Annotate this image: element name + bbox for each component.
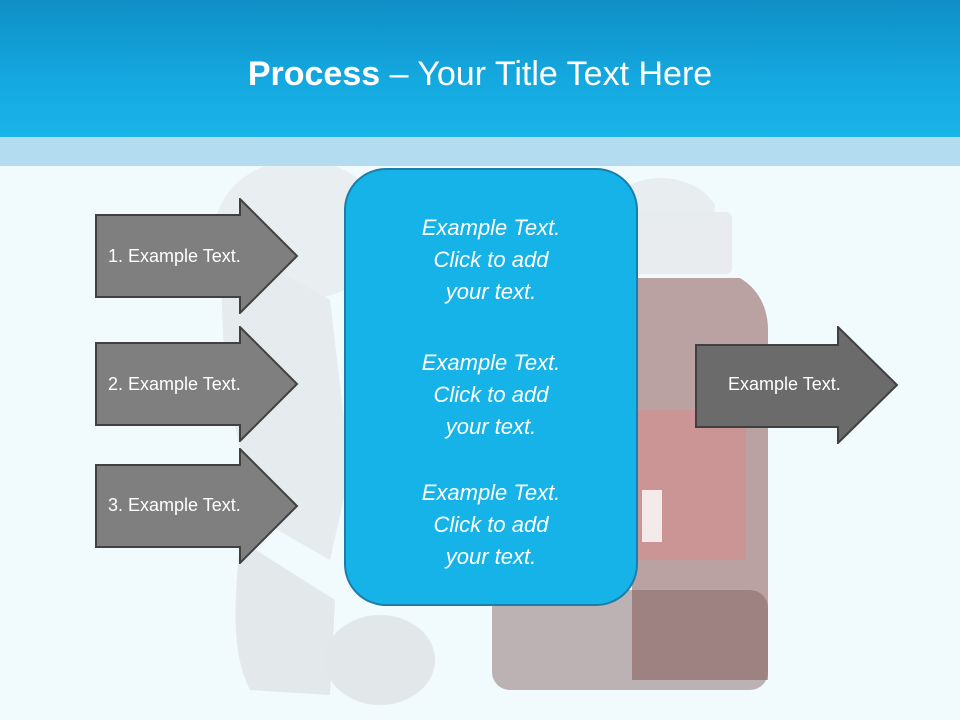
center-block-3-line-3: your text. bbox=[445, 544, 537, 569]
center-block-3-line-2: Click to add bbox=[433, 512, 549, 537]
center-block-2-line-1: Example Text. bbox=[421, 350, 561, 375]
center-content-box[interactable] bbox=[344, 168, 638, 606]
left-arrow-1-label: 1. Example Text. bbox=[108, 246, 241, 266]
slide-title-rest: – Your Title Text Here bbox=[380, 55, 713, 93]
title-bar bbox=[0, 0, 960, 137]
center-text-block-3[interactable]: Example Text. Click to add your text. bbox=[344, 477, 638, 573]
center-block-2-line-2: Click to add bbox=[433, 382, 549, 407]
center-block-2-line-3: your text. bbox=[445, 414, 537, 439]
left-arrow-2-label: 2. Example Text. bbox=[108, 374, 241, 394]
center-block-1-line-1: Example Text. bbox=[421, 215, 561, 240]
left-arrow-3[interactable] bbox=[94, 448, 300, 564]
left-arrow-1[interactable] bbox=[94, 198, 300, 314]
slide-title-bold: Process bbox=[247, 55, 381, 93]
title-bar-band bbox=[0, 137, 960, 166]
left-arrow-2[interactable] bbox=[94, 326, 300, 442]
right-arrow-label: Example Text. bbox=[728, 374, 841, 394]
center-text-block-2[interactable]: Example Text. Click to add your text. bbox=[344, 347, 638, 443]
center-block-1-line-2: Click to add bbox=[433, 247, 549, 272]
center-text-block-1[interactable]: Example Text. Click to add your text. bbox=[344, 212, 638, 308]
center-block-1-line-3: your text. bbox=[445, 279, 537, 304]
left-arrow-3-label: 3. Example Text. bbox=[108, 495, 241, 515]
right-arrow[interactable] bbox=[694, 326, 900, 444]
slide-title[interactable]: Process – Your Title Text Here bbox=[0, 52, 960, 96]
center-block-3-line-1: Example Text. bbox=[421, 480, 561, 505]
